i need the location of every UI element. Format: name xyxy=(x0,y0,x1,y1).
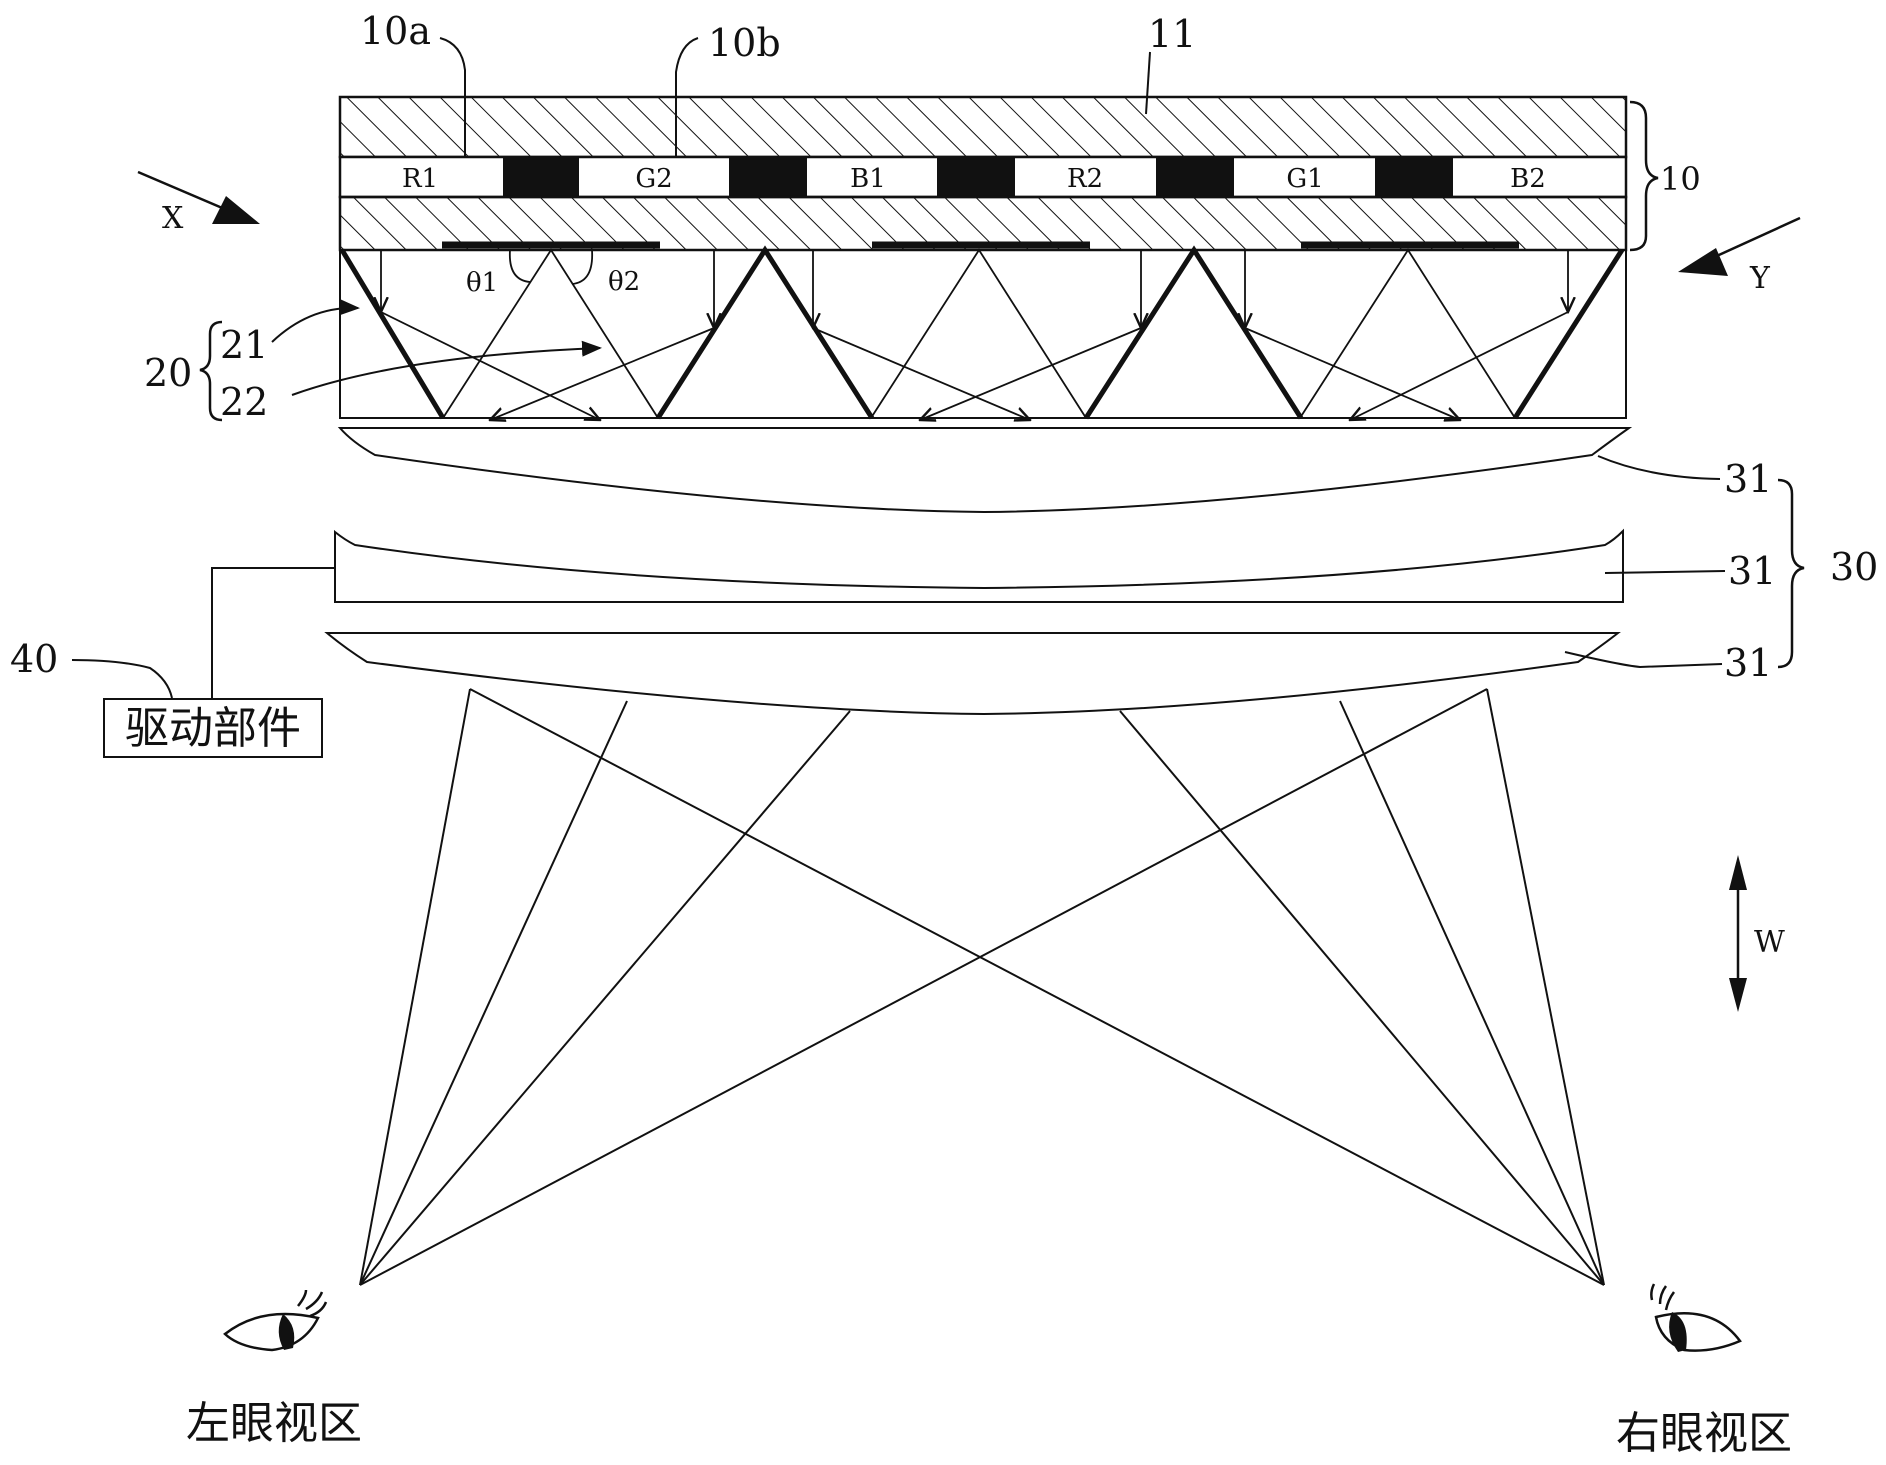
leader-22 xyxy=(291,340,602,396)
lens-middle xyxy=(334,528,1624,603)
label-10b: 10b xyxy=(708,21,781,65)
y-direction-arrow xyxy=(1678,216,1801,276)
label-31-bot: 31 xyxy=(1724,641,1772,685)
drive-component-box xyxy=(103,698,323,758)
black-matrix-2 xyxy=(729,157,807,197)
right-eye-icon xyxy=(1650,1283,1742,1352)
pixel-label-g1: G1 xyxy=(1286,164,1323,194)
label-31-top: 31 xyxy=(1724,457,1772,501)
left-eye-zone-label: 左眼视区 xyxy=(186,1398,362,1449)
brace-10 xyxy=(1629,100,1659,252)
label-40: 40 xyxy=(10,637,58,681)
label-y: Y xyxy=(1749,261,1771,296)
drive-component-label: 驱动部件 xyxy=(125,703,301,754)
right-eye-zone-label: 右眼视区 xyxy=(1616,1408,1792,1459)
leader-21 xyxy=(271,299,360,343)
w-direction-arrow xyxy=(1729,855,1747,1012)
incident-light-arrows xyxy=(381,250,1568,328)
leader-31-mid xyxy=(1604,570,1726,574)
label-theta2: θ2 xyxy=(608,267,640,297)
label-22: 22 xyxy=(220,380,268,424)
light-guide-module xyxy=(199,245,1627,422)
label-w: W xyxy=(1754,925,1785,960)
pixel-cells: R1 G2 B1 R2 G1 B2 xyxy=(402,164,1546,194)
lens-bottom xyxy=(324,632,1621,716)
leader-10b xyxy=(675,37,699,157)
upper-substrate xyxy=(338,95,1628,159)
pixel-label-g2: G2 xyxy=(635,164,672,194)
leader-31-bot xyxy=(1564,651,1723,669)
lower-substrate xyxy=(338,195,1628,252)
lens-group xyxy=(324,427,1805,716)
angle-arc-theta1 xyxy=(508,249,531,283)
ray-lines xyxy=(359,688,1605,1286)
light-guide-box xyxy=(339,249,1627,419)
prism-thick-lines xyxy=(339,245,1625,420)
leader-31-top xyxy=(1597,455,1721,480)
reflected-light-arrows xyxy=(380,311,1569,420)
pixel-label-b2: B2 xyxy=(1510,164,1546,194)
pixel-label-r2: R2 xyxy=(1067,164,1103,194)
leader-40 xyxy=(71,659,173,699)
label-11: 11 xyxy=(1148,12,1196,56)
drive-connector xyxy=(211,567,335,726)
brace-20 xyxy=(199,320,223,422)
label-21: 21 xyxy=(220,323,268,367)
black-matrix-4 xyxy=(1156,157,1234,197)
black-matrix-5 xyxy=(1375,157,1453,197)
black-matrix-3 xyxy=(937,157,1015,197)
left-eye-icon xyxy=(223,1289,328,1352)
drive-component: 驱动部件 xyxy=(71,567,335,758)
pixel-label-b1: B1 xyxy=(850,164,886,194)
label-theta1: θ1 xyxy=(466,268,498,298)
brace-30 xyxy=(1777,478,1805,669)
leader-11 xyxy=(1145,51,1151,115)
pixel-label-r1: R1 xyxy=(402,164,438,194)
label-30: 30 xyxy=(1830,545,1878,589)
label-10a: 10a xyxy=(360,9,431,53)
prism-thin-lines xyxy=(442,248,1516,419)
label-10: 10 xyxy=(1660,160,1701,198)
x-direction-arrow xyxy=(137,170,260,224)
angle-arc-theta2 xyxy=(571,249,594,285)
black-matrix-1 xyxy=(503,157,579,197)
label-x: X xyxy=(162,201,184,236)
lens-top xyxy=(337,427,1633,514)
display-panel: R1 G2 B1 R2 G1 B2 xyxy=(338,95,1659,252)
leader-10a xyxy=(439,37,466,157)
label-20: 20 xyxy=(144,351,192,395)
label-31-mid: 31 xyxy=(1728,549,1776,593)
